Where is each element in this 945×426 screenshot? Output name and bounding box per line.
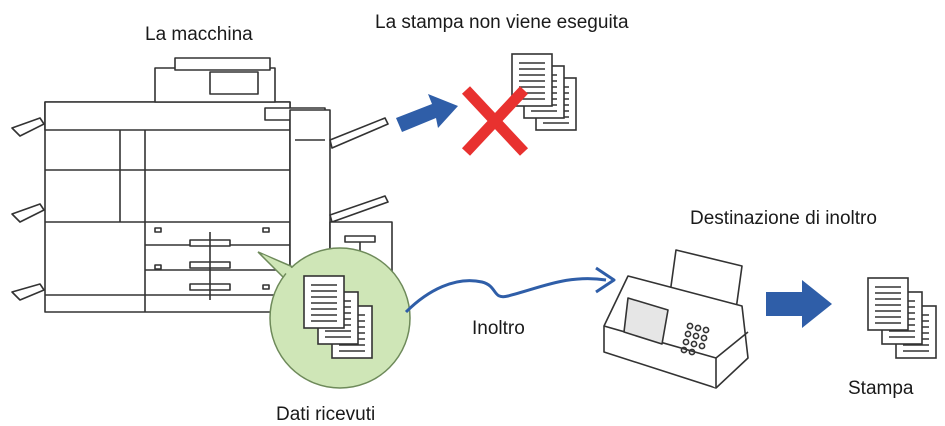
blue-arrow-icon <box>766 280 832 328</box>
received-data-bubble <box>257 247 411 389</box>
multifunction-printer-icon <box>11 57 393 313</box>
print-label: Stampa <box>848 378 914 399</box>
no-print-label: La stampa non viene eseguita <box>375 12 629 33</box>
machine-label: La macchina <box>145 24 253 45</box>
forward-line <box>404 266 616 314</box>
received-data-label: Dati ricevuti <box>276 404 376 425</box>
red-x-icon <box>461 86 529 156</box>
forward-destination-label: Destinazione di inoltro <box>690 208 877 229</box>
fax-machine-icon <box>603 249 749 389</box>
document-stack-icon <box>867 277 937 359</box>
blue-arrow-icon <box>396 94 458 132</box>
forward-label: Inoltro <box>472 318 525 339</box>
